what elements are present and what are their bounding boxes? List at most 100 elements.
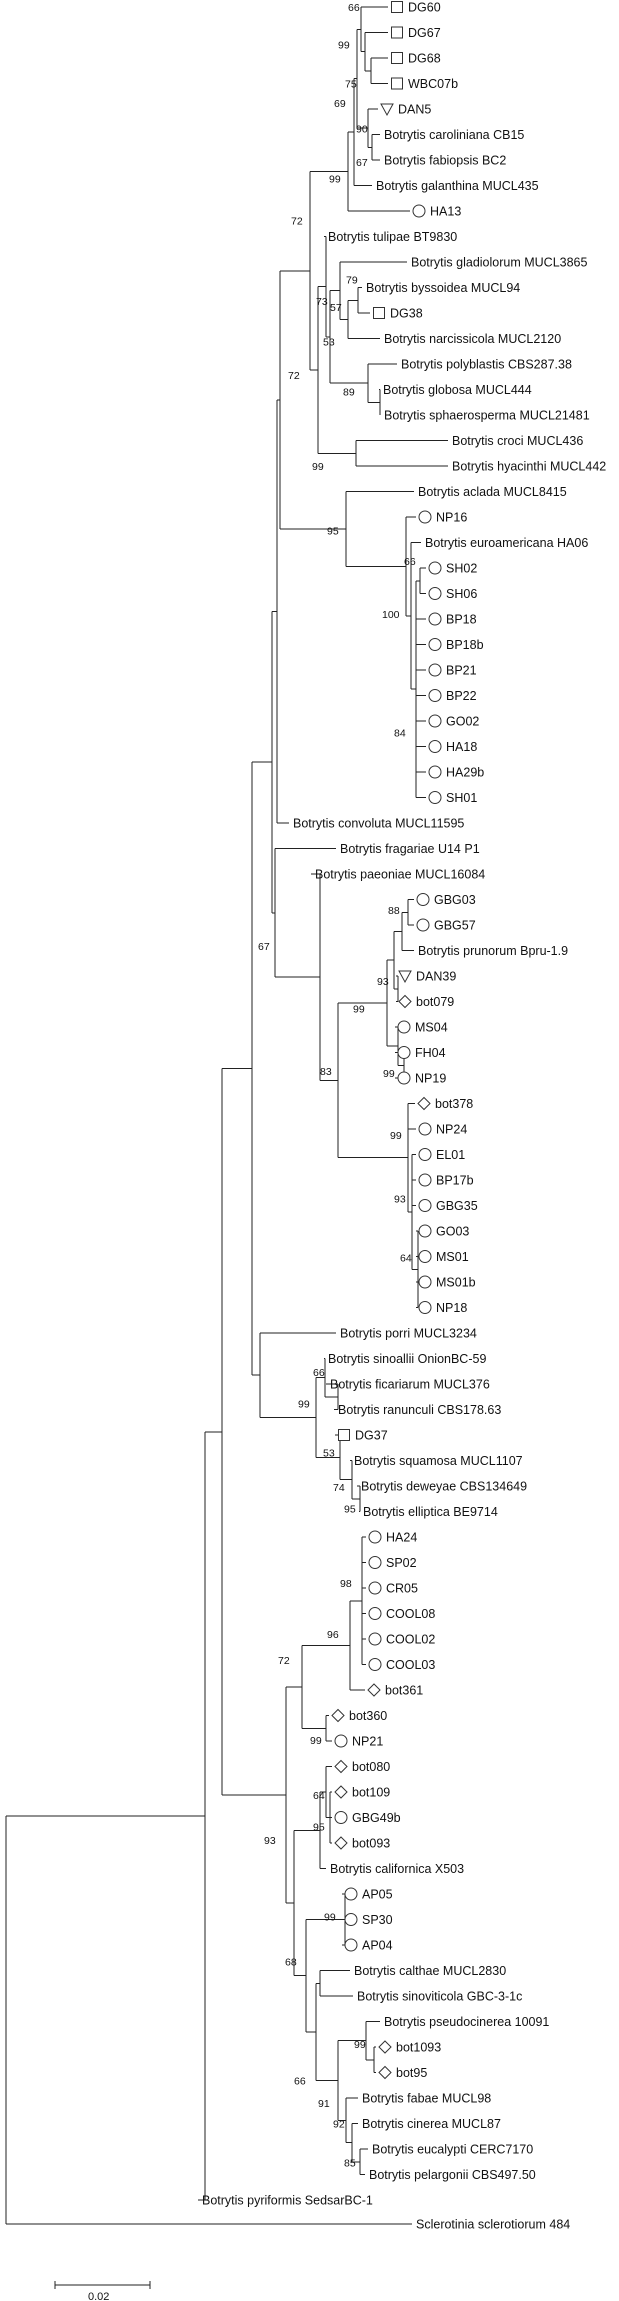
tip-label: Botrytis cinerea MUCL87	[362, 2117, 501, 2131]
bootstrap-support-value: 99	[390, 1130, 402, 1142]
triangle-down-marker-icon	[398, 970, 412, 984]
bootstrap-support-value: 83	[320, 1066, 332, 1078]
bootstrap-support-value: 66	[348, 2, 360, 14]
bootstrap-support-value: 66	[313, 1367, 325, 1379]
circle-marker-icon	[428, 689, 442, 702]
tip-label: NP24	[436, 1123, 467, 1137]
circle-marker-icon	[334, 1811, 348, 1824]
tip-label: MS01	[436, 1250, 469, 1264]
tip-label: Botrytis paeoniae MUCL16084	[315, 868, 485, 882]
circle-marker-icon	[344, 1913, 358, 1926]
circle-marker-icon	[418, 1148, 432, 1161]
tip-label: bot080	[352, 1760, 390, 1774]
bootstrap-support-value: 74	[333, 1482, 345, 1494]
tip-label: Botrytis sphaerosperma MUCL21481	[384, 409, 590, 423]
bootstrap-support-value: 95	[313, 1822, 325, 1834]
diamond-marker-icon	[378, 2065, 392, 2080]
bootstrap-support-value: 84	[394, 728, 406, 740]
circle-marker-icon	[412, 204, 426, 218]
scale-bar-label: 0.02	[88, 2291, 109, 2301]
circle-marker-icon	[368, 1581, 382, 1595]
tip-label: DG60	[408, 1, 441, 15]
tip-label: Botrytis prunorum Bpru-1.9	[418, 944, 568, 958]
square-marker-icon	[373, 307, 385, 319]
bootstrap-support-value: 69	[334, 98, 346, 110]
tip-label: Botrytis squamosa MUCL1107	[354, 1454, 523, 1468]
tip-label: Botrytis ranunculi CBS178.63	[338, 1403, 501, 1417]
tip-label: BP18b	[446, 638, 484, 652]
bootstrap-support-value: 75	[345, 79, 357, 91]
circle-marker-icon	[368, 1658, 382, 1671]
tip-label: SH01	[446, 791, 477, 805]
bootstrap-support-value: 99	[353, 1004, 365, 1016]
tip-label: SP02	[386, 1556, 417, 1570]
bootstrap-support-value: 99	[298, 1399, 310, 1411]
bootstrap-support-value: 68	[285, 1957, 297, 1969]
bootstrap-support-value: 67	[356, 157, 368, 169]
tip-label: DAN39	[416, 970, 456, 984]
circle-marker-icon	[418, 1173, 432, 1187]
tip-label: BP18	[446, 613, 477, 627]
circle-marker-icon	[428, 638, 442, 651]
circle-marker-icon	[428, 561, 442, 575]
bootstrap-support-value: 53	[323, 337, 335, 349]
tip-label: bot361	[385, 1684, 423, 1698]
tip-label: COOL02	[386, 1633, 435, 1647]
bootstrap-support-value: 93	[377, 976, 389, 988]
circle-marker-icon	[368, 1607, 382, 1620]
bootstrap-support-value: 72	[291, 216, 303, 228]
bootstrap-support-value: 53	[323, 1448, 335, 1460]
tip-label: Botrytis elliptica BE9714	[363, 1505, 498, 1519]
tip-label: HA13	[430, 205, 461, 219]
circle-marker-icon	[344, 1887, 358, 1901]
tip-label: Botrytis euroamericana HA06	[425, 536, 588, 550]
tip-label: BP22	[446, 689, 477, 703]
bootstrap-support-value: 99	[329, 174, 341, 186]
bootstrap-support-value: 64	[313, 1790, 325, 1802]
bootstrap-support-value: 95	[327, 526, 339, 538]
circle-marker-icon	[418, 510, 432, 524]
circle-marker-icon	[418, 1224, 432, 1238]
bootstrap-support-value: 98	[340, 1578, 352, 1590]
bootstrap-support-value: 95	[344, 1504, 356, 1516]
circle-marker-icon	[428, 612, 442, 626]
circle-marker-icon	[428, 587, 442, 600]
circle-marker-icon	[418, 1122, 432, 1136]
tip-label: Botrytis fabiopsis BC2	[384, 154, 506, 168]
tip-label: GBG49b	[352, 1811, 401, 1825]
tip-label: Botrytis byssoidea MUCL94	[366, 281, 520, 295]
bootstrap-support-value: 89	[343, 387, 355, 399]
tip-label: Botrytis polyblastis CBS287.38	[401, 358, 572, 372]
bootstrap-support-value: 96	[327, 1629, 339, 1641]
tip-label: DAN5	[398, 103, 431, 117]
bootstrap-support-value: 79	[346, 275, 358, 287]
square-marker-icon	[338, 1429, 350, 1441]
tip-label: GO03	[436, 1225, 469, 1239]
tip-label: bot109	[352, 1786, 390, 1800]
tip-label: bot093	[352, 1837, 390, 1851]
tip-label: EL01	[436, 1148, 465, 1162]
bootstrap-support-value: 99	[312, 461, 324, 473]
tip-label: HA24	[386, 1531, 417, 1545]
circle-marker-icon	[428, 791, 442, 804]
bootstrap-support-value: 100	[382, 609, 400, 621]
tip-label: AP05	[362, 1888, 393, 1902]
tip-label: MS01b	[436, 1276, 476, 1290]
diamond-marker-icon	[378, 2040, 392, 2054]
diamond-marker-icon	[398, 994, 412, 1009]
tip-label: SH06	[446, 587, 477, 601]
bootstrap-support-value: 85	[344, 2158, 356, 2170]
tip-label: NP16	[436, 511, 467, 525]
bootstrap-support-value: 64	[400, 1253, 412, 1265]
bootstrap-support-value: 92	[333, 2119, 345, 2131]
tip-label: Botrytis fragariae U14 P1	[340, 842, 480, 856]
tip-label: Botrytis californica X503	[330, 1862, 464, 1876]
tip-label: GBG57	[434, 919, 476, 933]
tip-label: GO02	[446, 715, 479, 729]
tip-label: COOL08	[386, 1607, 435, 1621]
circle-marker-icon	[397, 1071, 411, 1085]
bootstrap-support-value: 72	[288, 370, 300, 382]
circle-marker-icon	[428, 765, 442, 779]
